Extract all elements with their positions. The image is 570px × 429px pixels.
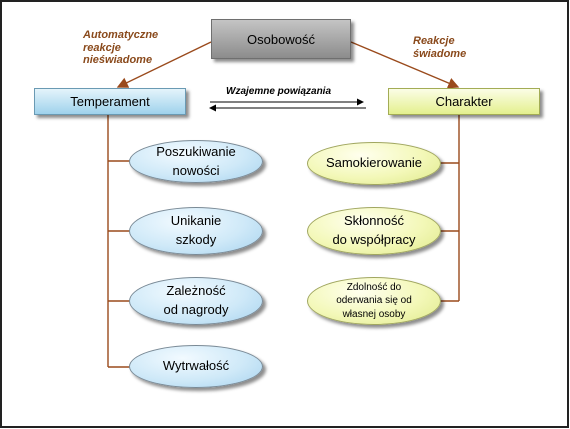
mutual-relations-label: Wzajemne powiązania <box>226 86 332 97</box>
temperament-node: Temperament <box>34 88 186 115</box>
charakter-node: Charakter <box>388 88 540 115</box>
charakter-item: Zdolność do oderwania się od własnej oso… <box>307 277 441 325</box>
temperament-item: Unikanie szkody <box>129 207 263 255</box>
root-node-osobowosc: Osobowość <box>211 19 351 59</box>
item-line: Skłonność <box>344 213 404 229</box>
item-line: Poszukiwanie <box>156 143 236 159</box>
connector-root-charakter <box>350 41 460 89</box>
label-line: Reakcje <box>413 35 455 47</box>
conscious-reactions-label: Reakcje świadome <box>413 35 466 60</box>
charakter-item: Skłonność do współpracy <box>307 207 441 255</box>
connector-root-temperament <box>116 41 212 88</box>
label-line: świadome <box>413 47 467 60</box>
temperament-item: Zależność od nagrody <box>129 277 263 325</box>
charakter-item: Samokierowanie <box>307 142 441 185</box>
label-line: reakcje <box>83 41 121 54</box>
label-line: nieświadome <box>83 54 153 67</box>
item-line: Zdolność do <box>346 281 402 293</box>
item-line: od nagrody <box>163 302 229 317</box>
item-line: własnej osoby <box>342 308 406 320</box>
item-line: do współpracy <box>332 232 416 247</box>
temperament-item: Wytrwałość <box>129 345 263 388</box>
item-line: Unikanie <box>170 213 222 229</box>
item-line: Samokierowanie <box>325 155 423 171</box>
item-line: Wytrwałość <box>162 358 230 374</box>
item-line: szkody <box>175 232 217 247</box>
unconscious-reactions-label: Automatyczne reakcje nieświadome <box>83 29 158 67</box>
item-line: nowości <box>172 162 220 178</box>
label-line: Automatyczne <box>83 29 159 41</box>
item-line: Zależność <box>166 283 226 299</box>
temperament-item: Poszukiwanie nowości <box>129 140 263 183</box>
item-line: oderwania się od <box>336 295 412 307</box>
